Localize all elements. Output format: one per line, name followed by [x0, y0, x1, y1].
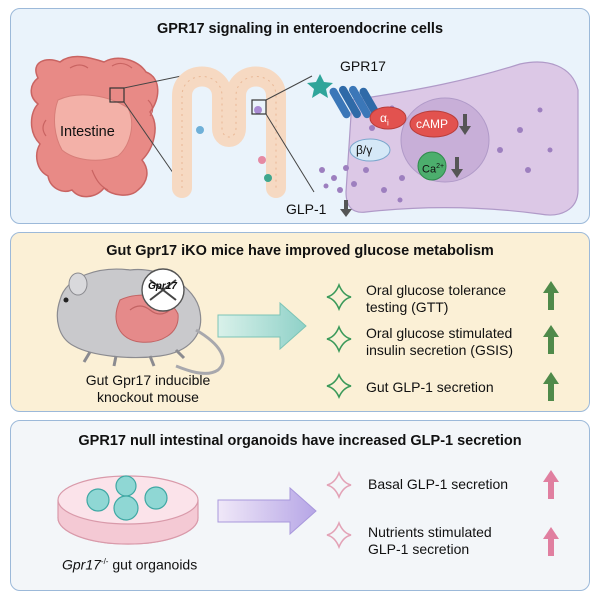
organoid-icon	[86, 475, 168, 521]
galpha-i-label: αi	[380, 111, 389, 128]
star-bullet-icon	[326, 520, 352, 550]
intestine-icon	[30, 55, 159, 198]
star-bullet-icon	[326, 470, 352, 500]
up-arrow-icon	[543, 527, 559, 556]
calcium-circle	[417, 151, 447, 181]
star-bullet-icon	[326, 324, 352, 354]
panel-title: GPR17 signaling in enteroendocrine cells	[156, 21, 444, 37]
down-arrow-icon	[459, 114, 471, 135]
betagamma-oval	[349, 138, 391, 162]
glp1-vesicles	[319, 165, 357, 193]
glp1-label: GLP-1	[286, 201, 327, 217]
panel-title: GPR17 null intestinal organoids have inc…	[78, 433, 522, 449]
enteroendocrine-cell	[345, 61, 579, 216]
star-bullet-icon	[326, 373, 352, 399]
betagamma-label: β/γ	[356, 143, 373, 157]
mouse-caption: Gut Gpr17 inducible knockout mouse	[85, 372, 211, 405]
organoid-caption: Gpr17-/- gut organoids	[62, 556, 198, 573]
villus-icon	[172, 66, 286, 198]
camp-oval	[409, 110, 459, 138]
zoom-box	[109, 87, 125, 103]
result-gtt: Oral glucose tolerance testing (GTT)	[366, 282, 507, 315]
up-arrow-icon	[543, 470, 559, 499]
zoom-line	[265, 113, 315, 193]
galpha-i-oval	[369, 106, 407, 130]
intestine-label: Intestine	[60, 124, 115, 140]
down-arrow-icon	[340, 200, 352, 217]
up-arrow-icon	[543, 325, 559, 354]
down-arrow-icon	[451, 157, 463, 178]
gpr17-receptor-icon	[307, 74, 381, 119]
up-arrow-icon	[543, 281, 559, 310]
gene-label: Gpr17	[148, 281, 177, 292]
camp-label: cAMP	[416, 117, 449, 131]
right-arrow-icon	[217, 301, 307, 351]
up-arrow-icon	[543, 372, 559, 401]
zoom-line	[265, 75, 313, 101]
ligand-icon	[307, 74, 333, 98]
star-bullet-icon	[326, 282, 352, 312]
result-nutrient-glp1: Nutrients stimulated GLP-1 secretion	[368, 524, 492, 557]
result-glp1: Gut GLP-1 secretion	[366, 379, 494, 395]
gpr17-receptor-label: GPR17	[340, 58, 386, 74]
calcium-label: Ca2+	[422, 163, 445, 176]
knockout-badge	[141, 268, 185, 312]
mouse-icon	[56, 268, 225, 375]
result-basal-glp1: Basal GLP-1 secretion	[368, 476, 509, 492]
panel-title: Gut Gpr17 iKO mice have improved glucose…	[106, 243, 494, 259]
right-arrow-icon	[217, 486, 317, 536]
zoom-line	[123, 101, 179, 181]
result-gsis: Oral glucose stimulated insulin secretio…	[366, 325, 514, 358]
